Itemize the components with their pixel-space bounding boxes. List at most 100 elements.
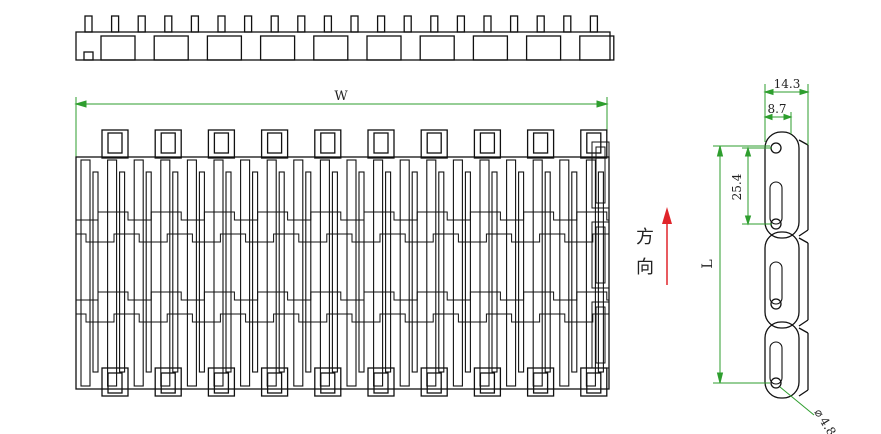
top-tooth-inner — [213, 132, 230, 154]
top-pin — [536, 15, 545, 33]
pitch-label: 25.4 — [730, 173, 744, 200]
top-view-end-notch — [83, 51, 94, 61]
plan-view-edge-guide — [591, 141, 610, 369]
link-rib — [305, 171, 312, 373]
link-rib — [119, 171, 126, 373]
hole-diameter-label: 4.8 — [817, 415, 839, 434]
link-rib — [438, 171, 445, 373]
link-bar — [426, 159, 437, 387]
side-view-slots — [769, 181, 783, 385]
side-view — [764, 131, 809, 399]
link-rib — [198, 171, 205, 373]
top-tooth — [207, 129, 236, 159]
bottom-tooth — [420, 367, 448, 397]
bottom-tooth-inner — [320, 372, 336, 394]
link-rib — [278, 171, 285, 373]
top-view — [75, 15, 615, 61]
top-block — [259, 35, 296, 61]
top-tooth — [367, 129, 395, 159]
direction-arrow — [662, 207, 672, 285]
top-tooth-inner — [532, 132, 549, 154]
link-bar — [399, 159, 410, 387]
bottom-tooth — [207, 367, 236, 397]
top-pin — [164, 15, 173, 33]
link-rib — [411, 171, 418, 373]
hole-diameter-callout: ⌀ 4.8 — [811, 406, 838, 434]
top-tooth-inner — [266, 132, 283, 154]
top-pin — [430, 15, 439, 33]
link-bar — [585, 159, 596, 387]
link-rib — [92, 171, 99, 373]
top-tooth — [473, 129, 502, 159]
link-bar — [346, 159, 357, 387]
link-bar — [452, 159, 463, 387]
top-tooth — [420, 129, 448, 159]
top-block — [100, 35, 136, 61]
top-pin — [110, 15, 120, 33]
top-tooth-inner — [479, 132, 496, 154]
top-pin — [84, 15, 93, 33]
link-bar — [266, 159, 277, 387]
bottom-tooth — [473, 367, 502, 397]
bottom-tooth-inner — [479, 372, 496, 394]
link-bar — [107, 159, 118, 387]
link-bar — [80, 159, 91, 387]
link-bar — [186, 159, 197, 387]
top-block — [153, 35, 189, 61]
top-pin — [509, 15, 519, 33]
top-tooth-inner — [426, 132, 442, 154]
bottom-tooth-inner — [213, 372, 230, 394]
joint-row-lower — [76, 313, 609, 323]
bottom-tooth-inner — [532, 372, 549, 394]
bottom-tooth-inner — [266, 372, 283, 394]
top-pin — [589, 15, 599, 33]
top-block — [419, 35, 455, 61]
link-rib — [597, 171, 604, 373]
top-block — [472, 35, 509, 61]
plan-view-frame — [75, 156, 610, 390]
link-bar — [479, 159, 490, 387]
link-bar — [133, 159, 144, 387]
top-pin — [217, 15, 226, 33]
top-block — [525, 35, 562, 61]
direction-label-2: 向 — [636, 257, 654, 278]
link-bar — [373, 159, 384, 387]
side-dimensions — [713, 84, 815, 416]
link-rib — [225, 171, 232, 373]
bottom-tooth-inner — [426, 372, 442, 394]
top-pin — [270, 15, 279, 33]
bottom-tooth — [260, 367, 289, 397]
width-label: W — [334, 89, 348, 104]
top-pin — [243, 15, 253, 33]
top-block — [366, 35, 402, 61]
top-block — [579, 35, 615, 61]
link-bar — [506, 159, 517, 387]
top-tooth — [101, 129, 129, 159]
bottom-tooth-inner — [107, 372, 123, 394]
link-bar — [160, 159, 171, 387]
top-pin — [456, 15, 466, 33]
link-bar — [319, 159, 330, 387]
plan-view-link-bars — [80, 159, 604, 387]
link-rib — [172, 171, 179, 373]
plan-view — [75, 129, 610, 397]
link-bar — [240, 159, 251, 387]
joint-row — [76, 211, 609, 221]
top-tooth-inner — [586, 132, 602, 154]
top-tooth-inner — [320, 132, 336, 154]
bottom-tooth — [101, 367, 129, 397]
top-view-pins — [84, 15, 599, 33]
link-rib — [544, 171, 551, 373]
top-pin — [190, 15, 200, 33]
bottom-tooth-inner — [586, 372, 602, 394]
top-tooth-inner — [107, 132, 123, 154]
top-tooth — [260, 129, 289, 159]
thickness-label: 14.3 — [774, 77, 801, 91]
top-tooth — [314, 129, 342, 159]
top-tooth — [580, 129, 608, 159]
top-pin — [483, 15, 492, 33]
bottom-tooth-inner — [373, 372, 389, 394]
bottom-tooth — [314, 367, 342, 397]
top-pin — [297, 15, 306, 33]
